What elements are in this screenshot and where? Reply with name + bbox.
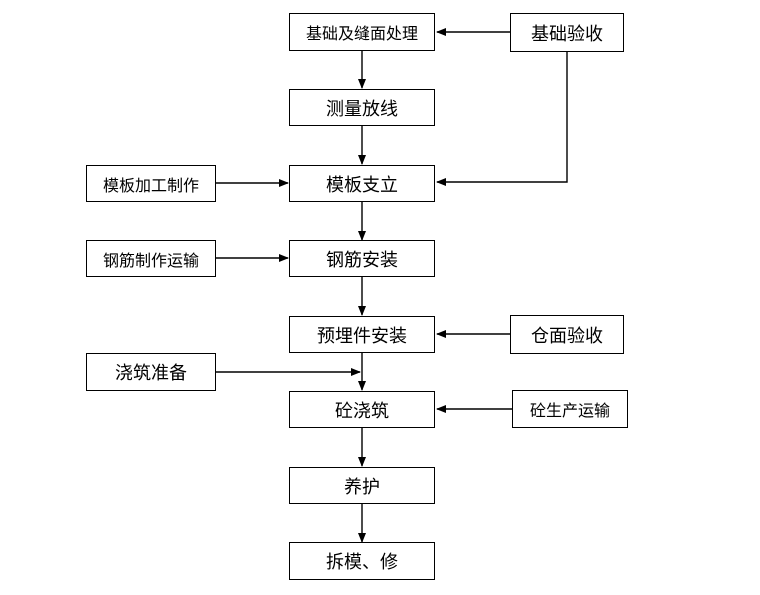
input-label: 钢筋制作运输 [102, 250, 199, 270]
input-label: 浇筑准备 [115, 363, 187, 384]
input-rebar-fabrication-transport: 钢筋制作运输 [86, 240, 216, 277]
input-pour-preparation: 浇筑准备 [86, 353, 216, 391]
step-formwork-removal-repair: 拆模、修 [289, 542, 435, 580]
input-label: 基础验收 [531, 23, 603, 45]
step-formwork-erection: 模板支立 [289, 165, 435, 202]
input-formwork-fabrication: 模板加工制作 [86, 165, 216, 202]
step-label: 拆模、修 [326, 552, 398, 573]
step-label: 模板支立 [326, 174, 398, 196]
input-label: 砼生产运输 [529, 401, 610, 420]
step-label: 测量放线 [326, 98, 398, 120]
step-rebar-installation: 钢筋安装 [289, 240, 435, 277]
input-foundation-acceptance: 基础验收 [510, 13, 624, 52]
step-concrete-pouring: 砼浇筑 [289, 391, 435, 428]
step-label: 基础及缝面处理 [305, 24, 418, 43]
step-curing: 养护 [289, 467, 435, 504]
input-warehouse-acceptance: 仓面验收 [510, 315, 624, 354]
step-survey-layout: 测量放线 [289, 89, 435, 126]
step-label: 钢筋安装 [326, 249, 398, 271]
step-label: 预埋件安装 [317, 325, 407, 347]
step-label: 养护 [344, 476, 380, 498]
input-label: 模板加工制作 [102, 175, 199, 195]
step-foundation-joint-treatment: 基础及缝面处理 [289, 13, 435, 51]
step-label: 砼浇筑 [335, 400, 389, 422]
step-embedded-parts-installation: 预埋件安装 [289, 316, 435, 353]
input-concrete-production-transport: 砼生产运输 [512, 390, 628, 428]
input-label: 仓面验收 [531, 325, 603, 347]
arrow-foundation-acceptance-to-formwork [436, 52, 568, 186]
